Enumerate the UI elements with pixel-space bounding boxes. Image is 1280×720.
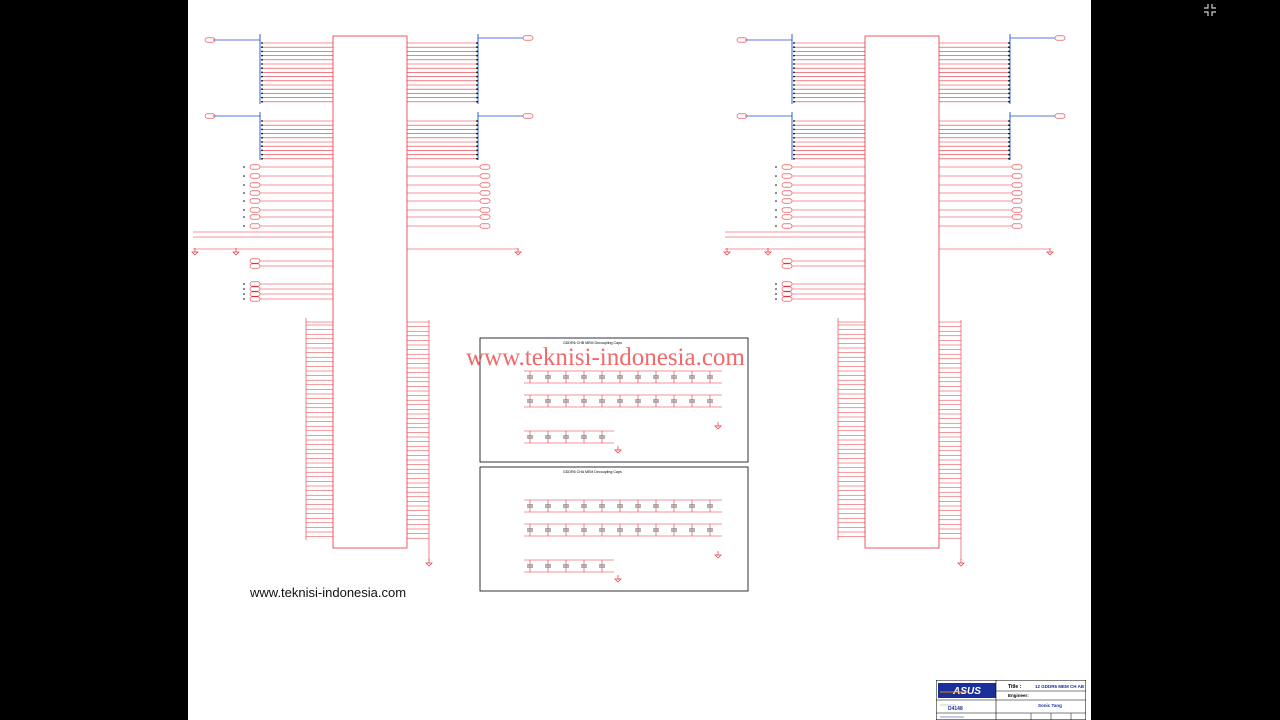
memory-chip xyxy=(864,35,940,549)
fullscreen-exit-icon[interactable] xyxy=(1203,3,1217,17)
memory-chip xyxy=(332,35,408,549)
project-name: D4148 xyxy=(948,706,963,712)
decoupling-caps-cha-title: GDDR6 CHA MEM Decoupling Caps xyxy=(563,470,622,474)
title-label: Title : xyxy=(1008,684,1022,690)
watermark-footer: www.teknisi-indonesia.com xyxy=(250,585,407,600)
asus-logo-text: ASUS xyxy=(952,686,981,697)
title-block: ASUS Title : 12 GDDR6 MEM CH AB Engineer… xyxy=(936,680,1086,720)
engineer-name: Sonic Tang xyxy=(1038,703,1062,708)
asus-logo xyxy=(938,683,996,698)
sheet-title: 12 GDDR6 MEM CH AB xyxy=(1035,684,1085,689)
decoupling-caps-chb xyxy=(479,337,749,463)
engineer-label: Engineer: xyxy=(1008,693,1029,698)
decoupling-caps-chb-title: GDDR6 CHB MEM Decoupling Caps xyxy=(563,341,622,345)
watermark-main: www.teknisi-indonesia.com xyxy=(466,344,745,371)
decoupling-caps-cha xyxy=(479,466,749,592)
